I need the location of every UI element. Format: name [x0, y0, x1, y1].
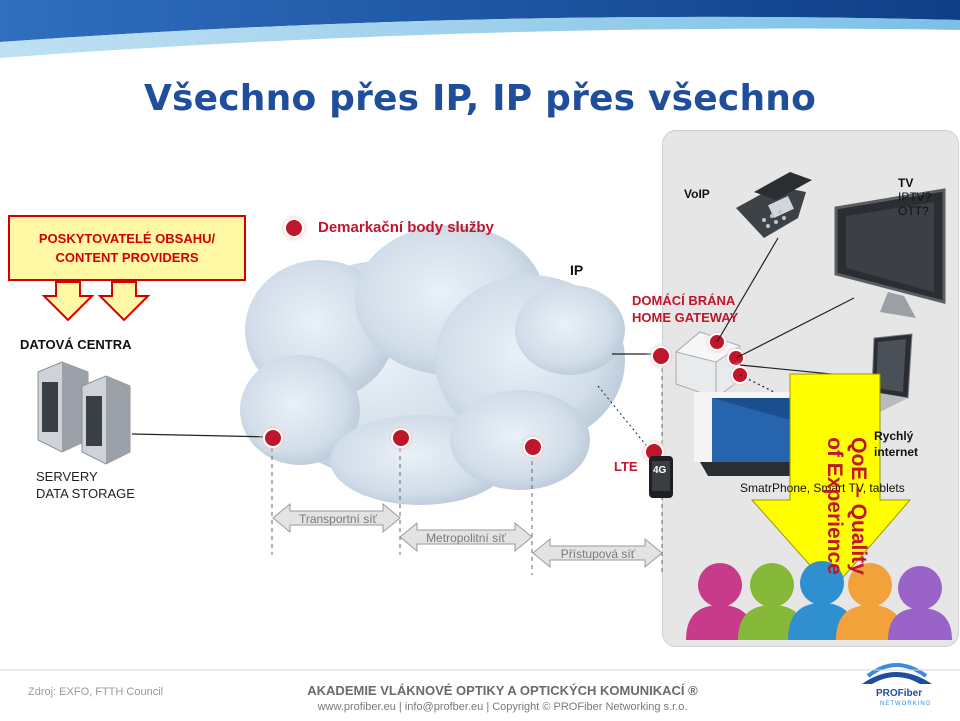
lte-badge: 4G [653, 465, 667, 476]
server-link-line [131, 433, 273, 438]
footer-academy: AKADEMIE VLÁKNOVÉ OPTIKY A OPTICKÝCH KOM… [307, 683, 698, 698]
datacenter-label: DATOVÁ CENTRA [20, 337, 132, 352]
voip-phone-icon [736, 172, 812, 238]
tv-title: TV [898, 176, 914, 190]
internet-line1: Rychlý [874, 429, 914, 443]
qoe-label: QoE – Quality of Experience [806, 376, 886, 636]
demarcation-legend-label: Demarkační body služby [318, 219, 494, 236]
gateway-line2: HOME GATEWAY [632, 310, 739, 325]
lte-link-line [597, 385, 651, 451]
smart-devices-label: SmatrPhone, Smart TV, tablets [740, 481, 905, 495]
providers-line2: CONTENT PROVIDERS [55, 250, 199, 265]
logo-text: PROFiber [876, 688, 923, 699]
segment-access-label: Přístupová síť [560, 547, 636, 561]
transport-arrow [272, 502, 401, 534]
source-note: Zdroj: EXFO, FTTH Council [28, 686, 164, 698]
access-arrow [532, 537, 663, 569]
qoe-line2: of Experience [823, 437, 846, 575]
lte-label: LTE [614, 459, 638, 474]
demarcation-point [385, 422, 417, 454]
qoe-arrow [750, 373, 912, 591]
servers-label: SERVERY DATA STORAGE [36, 468, 135, 502]
tv-label: TV IPTV? OTT? [898, 176, 931, 218]
segment-transport-label: Transportní síť [298, 512, 378, 526]
demarcation-point-legend [278, 212, 310, 244]
internet-line2: internet [874, 445, 919, 459]
demarcation-point [645, 340, 677, 372]
header-decoration [0, 0, 960, 58]
footer-contacts: www.profiber.eu | info@profber.eu | Copy… [317, 701, 688, 713]
content-providers-box: POSKYTOVATELÉ OBSAHU/ CONTENT PROVIDERS [8, 215, 246, 281]
profiber-logo-icon [862, 663, 932, 684]
gateway-label: DOMÁCÍ BRÁNA HOME GATEWAY [632, 292, 738, 326]
segment-metro-label: Metropolitní síť [426, 531, 506, 545]
ip-cloud [240, 225, 625, 505]
notebook-icon [694, 392, 790, 476]
gateway-line1: DOMÁCÍ BRÁNA [632, 293, 736, 308]
tv-ott: OTT? [898, 204, 929, 218]
metro-arrow [399, 521, 533, 553]
servers-line2: DATA STORAGE [36, 486, 135, 501]
tv-icon [834, 188, 946, 318]
internet-label: Rychlý internet [874, 428, 918, 460]
voip-label: VoIP [684, 187, 710, 201]
demarcation-point [257, 422, 289, 454]
providers-line1: POSKYTOVATELÉ OBSAHU/ [38, 231, 216, 246]
qoe-line1: QoE – Quality [847, 437, 870, 575]
ip-label: IP [570, 262, 584, 278]
people-illustration [686, 561, 952, 640]
provider-arrows [41, 281, 151, 322]
server-icon [37, 361, 131, 465]
lte-phone-icon [649, 456, 673, 498]
tv-iptv: IPTV? [898, 190, 932, 204]
demarcation-point [517, 431, 549, 463]
logo-subtext: NETWORKING [880, 701, 932, 707]
servers-line1: SERVERY [36, 469, 98, 484]
page-title: Všechno přes IP, IP přes všechno [143, 78, 817, 119]
